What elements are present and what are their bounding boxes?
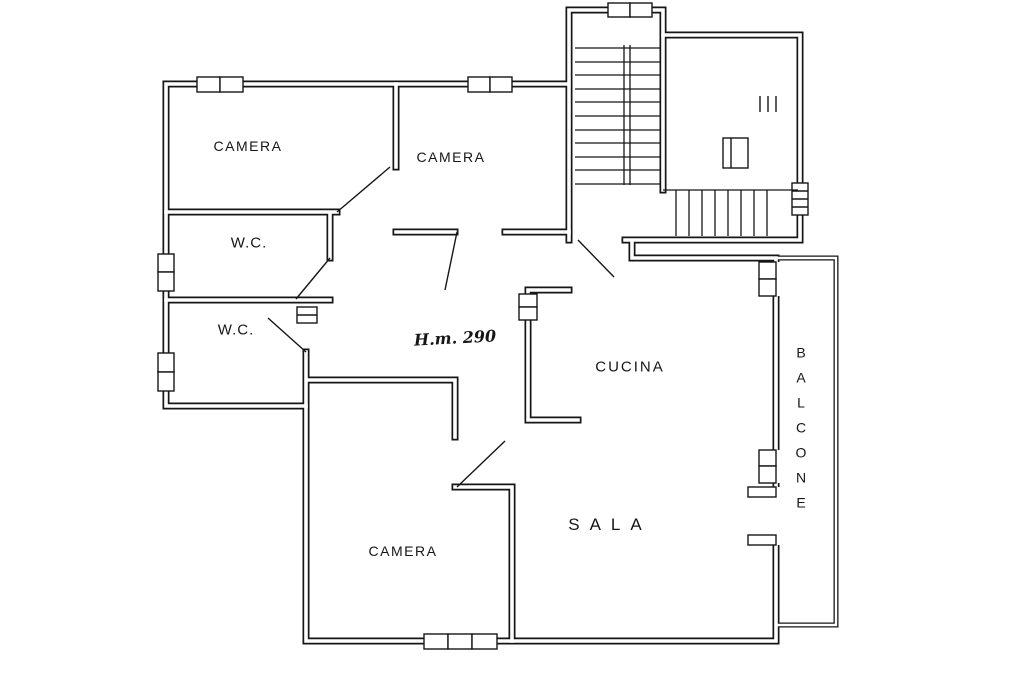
stairs-icon (575, 45, 798, 236)
room-label-wc-lower: W.C. (217, 321, 255, 339)
window-gaps (160, 4, 806, 647)
room-label-camera-top-left: CAMERA (213, 138, 283, 154)
room-label-camera-bottom: CAMERA (368, 543, 438, 559)
window-icon (157, 2, 809, 650)
room-label-balcone: BALCONE (793, 344, 809, 520)
room-label-cucina: CUCINA (595, 358, 665, 376)
room-label-wc-upper: W.C. (230, 234, 268, 252)
door-leaves (267, 166, 615, 488)
room-label-sala: SALA (568, 515, 652, 534)
balcony-wall-cores (774, 256, 838, 627)
room-label-camera-top-mid: CAMERA (416, 149, 486, 165)
wall-cores (164, 8, 802, 643)
flue-icon (722, 96, 777, 169)
walls (162, 6, 804, 645)
